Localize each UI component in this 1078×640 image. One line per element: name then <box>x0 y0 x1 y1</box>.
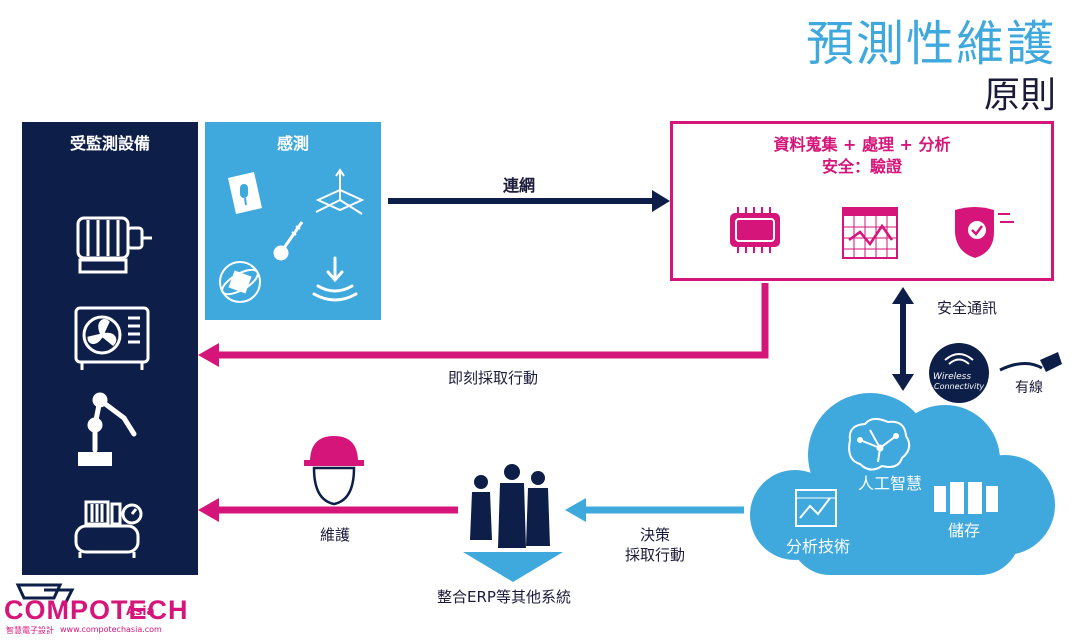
analytics-chart-icon <box>842 207 898 259</box>
secure-communication-arrow <box>892 287 914 391</box>
wireless-label-line2: Connectivity <box>934 382 985 391</box>
motor-icon <box>76 216 152 274</box>
data-processing-panel: 資料蒐集 + 處理 + 分析 安全：驗證 <box>670 121 1054 281</box>
ai-label: 人工智慧 <box>858 474 923 493</box>
security-authentication-title: 安全：驗證 <box>821 157 902 176</box>
ai-brain-icon <box>848 418 911 471</box>
wired-label: 有線 <box>1015 380 1043 396</box>
act-now-arrow <box>198 283 769 367</box>
monitored-equipment-header: 受監測設備 <box>69 134 150 153</box>
processor-chip-icon <box>730 207 780 253</box>
security-shield-icon <box>955 207 1014 258</box>
page-subtitle: 原則 <box>983 75 1056 116</box>
erp-triangle-icon <box>463 552 563 582</box>
data-processing-title: 資料蒐集 + 處理 + 分析 <box>773 135 951 154</box>
wired-cable-icon <box>999 352 1062 372</box>
analytics-label: 分析技術 <box>786 537 851 556</box>
robot-arm-icon <box>78 392 137 466</box>
network-arrow <box>388 190 670 212</box>
logo-region: Asia <box>126 604 155 618</box>
thermometer-icon <box>273 221 304 261</box>
logo-url: www.compotechasia.com <box>60 625 162 634</box>
wireless-label-line1: Wireless <box>933 372 972 382</box>
hvac-fan-icon <box>74 306 150 370</box>
act-now-label: 即刻採取行動 <box>448 369 539 387</box>
storage-servers-icon <box>934 482 998 514</box>
wireless-connectivity-icon <box>929 343 989 403</box>
sensing-header: 感測 <box>276 134 309 153</box>
decision-label: 決策 <box>640 526 671 544</box>
microphone-icon <box>228 172 262 214</box>
maintenance-arrow <box>198 498 458 522</box>
network-label: 連網 <box>503 176 536 195</box>
compressor-icon <box>74 500 143 558</box>
monitored-equipment-panel: 受監測設備 <box>22 122 198 575</box>
worker-helmet-icon <box>304 436 364 506</box>
accelerometer-icon <box>315 168 365 215</box>
logo-mark <box>15 583 75 607</box>
cloud-analytics-chart-icon <box>795 489 837 527</box>
maintenance-label: 維護 <box>320 526 351 544</box>
logo-subtitle: 智慧電子設計 <box>6 626 54 635</box>
gyroscope-icon <box>219 261 261 303</box>
logo-brand: COMPOTECH <box>4 595 189 625</box>
take-action-label: 採取行動 <box>625 546 686 564</box>
storage-label: 儲存 <box>948 521 981 540</box>
pressure-icon <box>312 256 358 302</box>
secure-communication-label: 安全通訊 <box>937 299 998 317</box>
decision-arrow <box>565 498 744 522</box>
business-team-icon <box>470 464 550 548</box>
erp-integration-label: 整合ERP等其他系統 <box>437 588 571 606</box>
page-title: 預測性維護 <box>805 16 1056 72</box>
